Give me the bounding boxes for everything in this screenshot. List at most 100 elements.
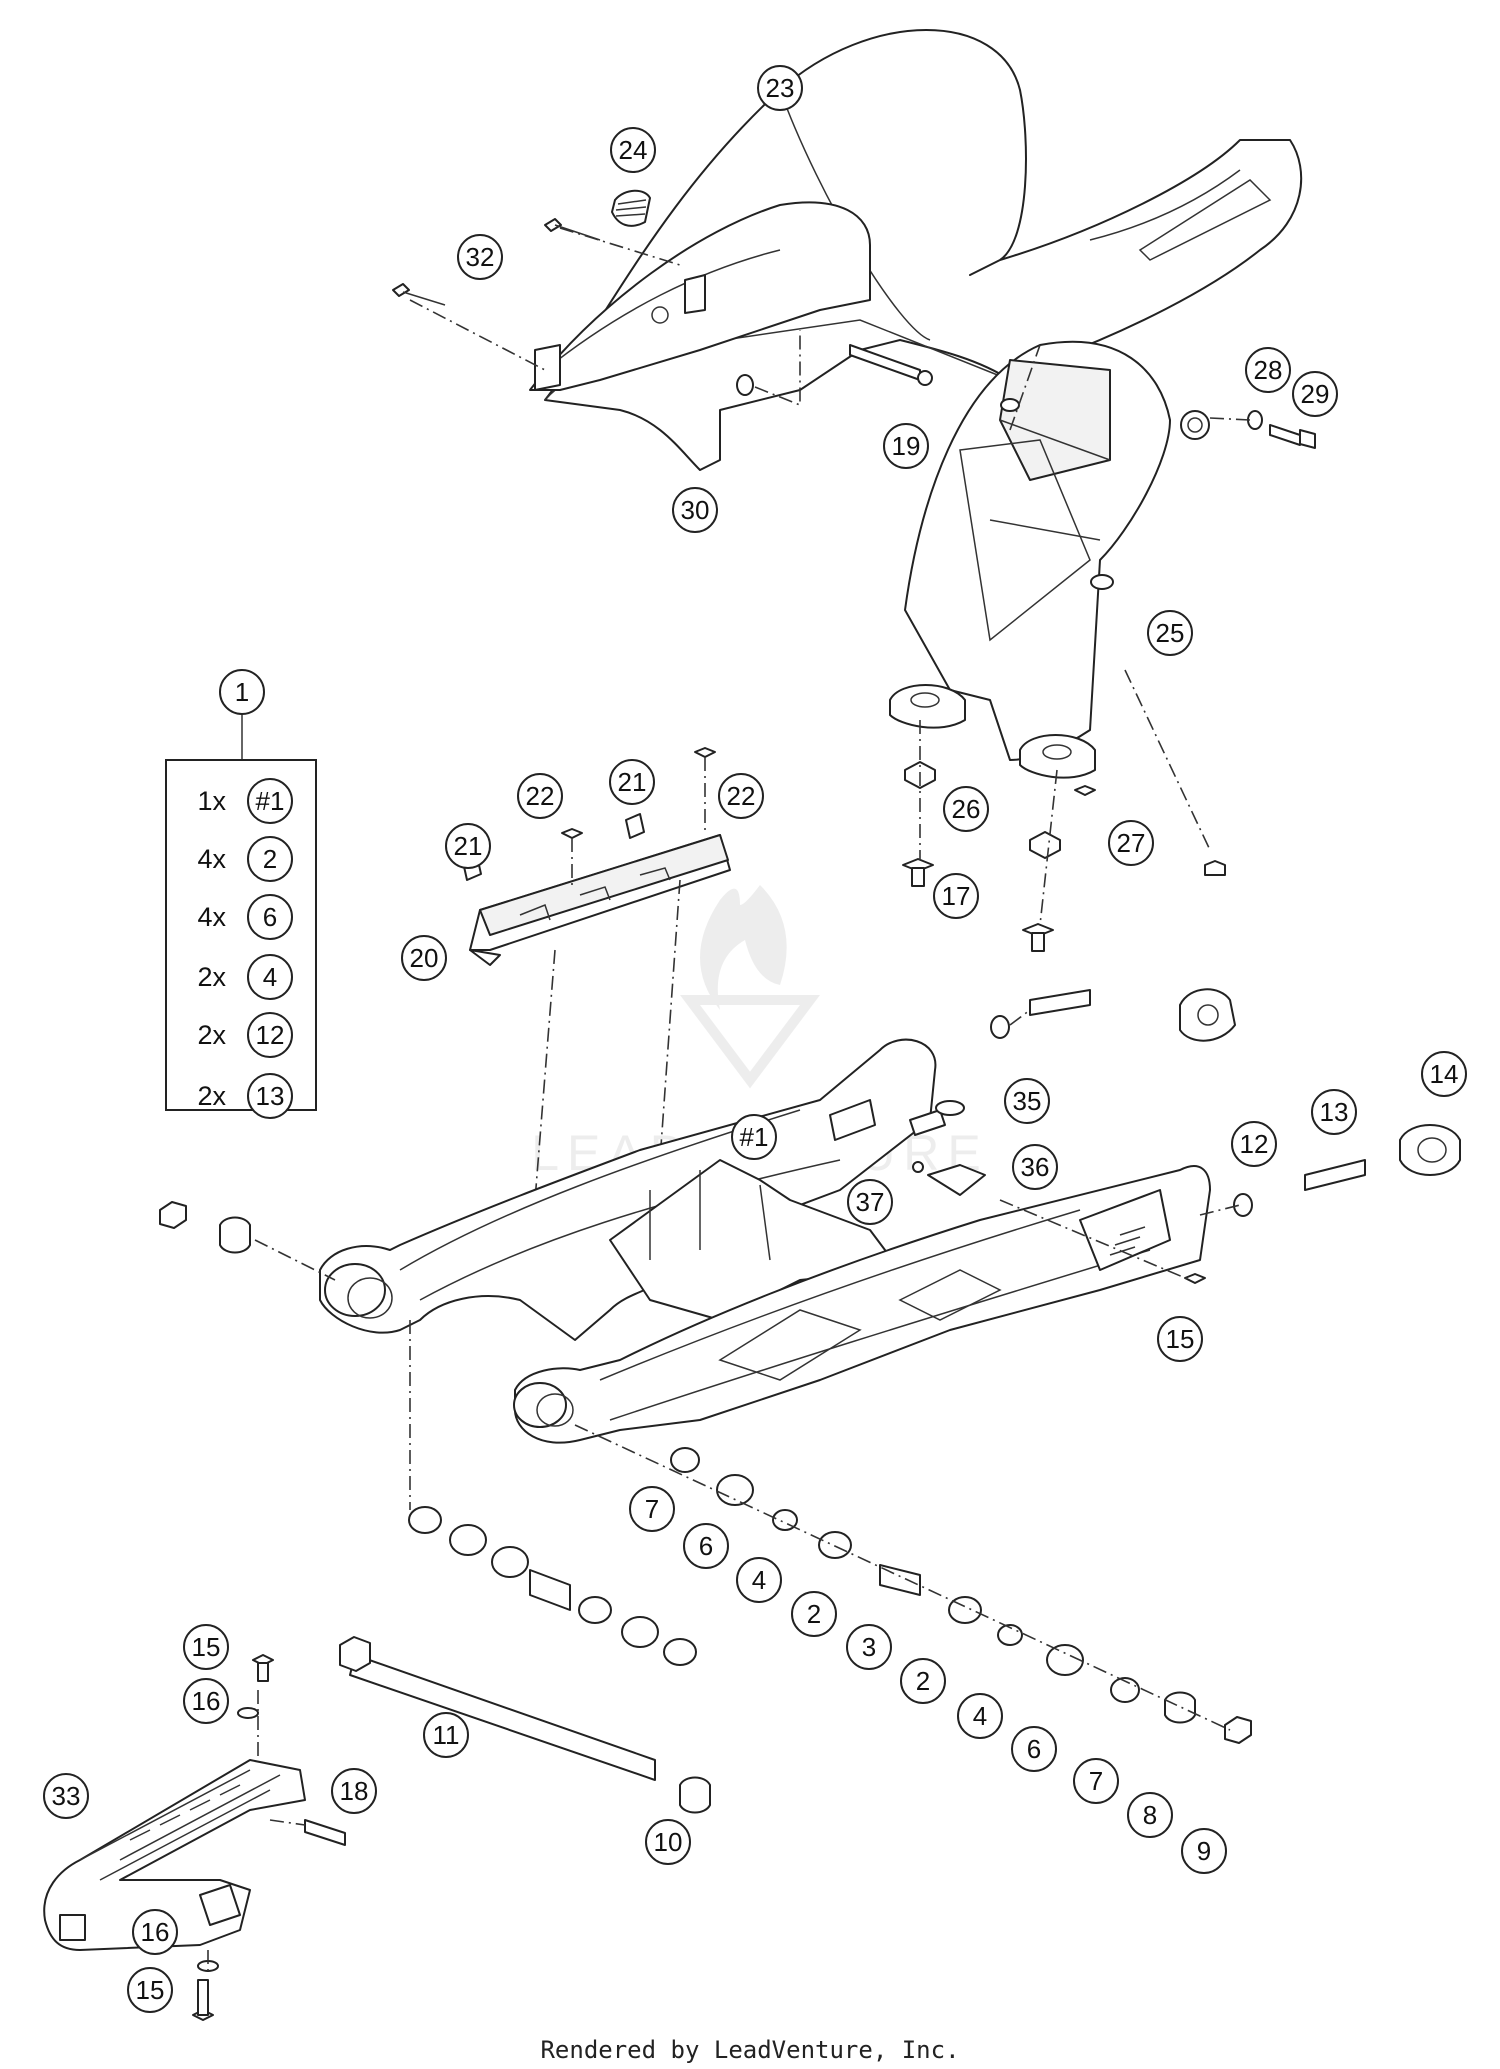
pivot-bushing-part xyxy=(670,1447,1252,1744)
kit-contents-box xyxy=(165,759,317,1111)
part-callout: #1 xyxy=(731,1114,777,1160)
part-callout: 16 xyxy=(132,1909,178,1955)
part-callout: 35 xyxy=(1004,1078,1050,1124)
svg-text:27: 27 xyxy=(1117,828,1146,858)
kit-item: 2x 4 xyxy=(197,954,293,1000)
part-callout: 28 xyxy=(1245,347,1291,393)
part-callout: 11 xyxy=(423,1712,469,1758)
svg-text:14: 14 xyxy=(1430,1059,1459,1089)
part-callout: 18 xyxy=(331,1768,377,1814)
part-callout: 17 xyxy=(933,873,979,919)
part-callout: 12 xyxy=(1231,1121,1277,1167)
render-credit: Rendered by LeadVenture, Inc. xyxy=(540,2036,960,2064)
kit-item: 2x 12 xyxy=(197,1012,293,1058)
kit-item: 4x 6 xyxy=(197,894,293,940)
part-callout: 19 xyxy=(883,423,929,469)
svg-text:30: 30 xyxy=(681,495,710,525)
nut-part xyxy=(159,1201,251,1254)
part-callout: 15 xyxy=(127,1967,173,2013)
part-callout: 13 xyxy=(1311,1089,1357,1135)
svg-text:21: 21 xyxy=(618,767,647,797)
part-callout: 6 xyxy=(1011,1726,1057,1772)
svg-text:29: 29 xyxy=(1301,379,1330,409)
screw-part xyxy=(1247,410,1316,449)
svg-text:6: 6 xyxy=(263,902,277,932)
pivot-bushing-part xyxy=(408,1506,697,1666)
part-callout: 20 xyxy=(401,935,447,981)
svg-text:1: 1 xyxy=(235,677,249,707)
part-callout: 7 xyxy=(1073,1758,1119,1804)
svg-text:21: 21 xyxy=(454,831,483,861)
part-callout: 33 xyxy=(43,1773,89,1819)
svg-text:15: 15 xyxy=(192,1632,221,1662)
svg-text:12: 12 xyxy=(256,1020,285,1050)
screw-part xyxy=(561,747,716,839)
swingarm-part xyxy=(319,1038,1211,1444)
svg-text:15: 15 xyxy=(1166,1324,1195,1354)
svg-text:2: 2 xyxy=(263,844,277,874)
part-callout: 21 xyxy=(609,759,655,805)
chain-sliding-guard-part xyxy=(462,813,731,966)
part-callout: 2 xyxy=(791,1591,837,1637)
part-callout: 9 xyxy=(1181,1828,1227,1874)
svg-text:20: 20 xyxy=(410,943,439,973)
part-callout: 16 xyxy=(183,1678,229,1724)
svg-text:36: 36 xyxy=(1021,1152,1050,1182)
svg-text:4: 4 xyxy=(263,962,277,992)
part-callout: 6 xyxy=(683,1523,729,1569)
front-chain-slider-part xyxy=(529,201,871,391)
pivot-shaft-part xyxy=(339,1636,711,1814)
part-callout: 24 xyxy=(610,127,656,173)
svg-text:13: 13 xyxy=(256,1081,285,1111)
kit-item: 4x 2 xyxy=(197,836,293,882)
svg-text:7: 7 xyxy=(1089,1766,1103,1796)
svg-text:35: 35 xyxy=(1013,1086,1042,1116)
svg-text:2x: 2x xyxy=(197,1081,226,1111)
chain-adjuster-part xyxy=(912,988,1236,1196)
part-callout: 26 xyxy=(943,786,989,832)
svg-text:25: 25 xyxy=(1156,618,1185,648)
part-callout: 4 xyxy=(736,1557,782,1603)
svg-text:19: 19 xyxy=(892,431,921,461)
part-callout: 14 xyxy=(1421,1051,1467,1097)
part-callout: 29 xyxy=(1292,371,1338,417)
svg-text:16: 16 xyxy=(141,1917,170,1947)
chain-guide-part xyxy=(43,1759,306,1951)
svg-text:32: 32 xyxy=(466,242,495,272)
svg-text:26: 26 xyxy=(952,794,981,824)
svg-text:4: 4 xyxy=(973,1701,987,1731)
svg-text:1x: 1x xyxy=(197,786,226,816)
part-callout: 30 xyxy=(672,487,718,533)
kit-item: 2x 13 xyxy=(197,1073,293,1119)
screw-part xyxy=(392,218,601,306)
svg-text:6: 6 xyxy=(699,1531,713,1561)
svg-text:15: 15 xyxy=(136,1975,165,2005)
part-callout: 36 xyxy=(1012,1144,1058,1190)
svg-text:11: 11 xyxy=(433,1720,460,1750)
svg-text:10: 10 xyxy=(654,1827,683,1857)
part-callout: 7 xyxy=(629,1486,675,1532)
svg-text:12: 12 xyxy=(1240,1129,1269,1159)
svg-text:9: 9 xyxy=(1197,1836,1211,1866)
part-callout: 3 xyxy=(846,1624,892,1670)
svg-text:4: 4 xyxy=(752,1565,766,1595)
svg-text:22: 22 xyxy=(526,781,555,811)
part-callout: 32 xyxy=(457,234,503,280)
svg-text:#1: #1 xyxy=(256,786,285,816)
svg-text:7: 7 xyxy=(645,1494,659,1524)
part-callout: 21 xyxy=(445,823,491,869)
svg-text:28: 28 xyxy=(1254,355,1283,385)
part-callout: 10 xyxy=(645,1819,691,1865)
chain-guard-lower-part xyxy=(889,340,1171,779)
svg-text:22: 22 xyxy=(727,781,756,811)
screw-part xyxy=(192,1654,346,2021)
svg-text:18: 18 xyxy=(340,1776,369,1806)
screw-part xyxy=(902,785,1226,952)
svg-text:23: 23 xyxy=(766,73,795,103)
svg-text:17: 17 xyxy=(942,881,971,911)
bolt-part xyxy=(849,344,933,386)
screw-part xyxy=(1184,1273,1206,1284)
svg-text:37: 37 xyxy=(856,1187,885,1217)
svg-text:33: 33 xyxy=(52,1781,81,1811)
svg-text:24: 24 xyxy=(619,135,648,165)
